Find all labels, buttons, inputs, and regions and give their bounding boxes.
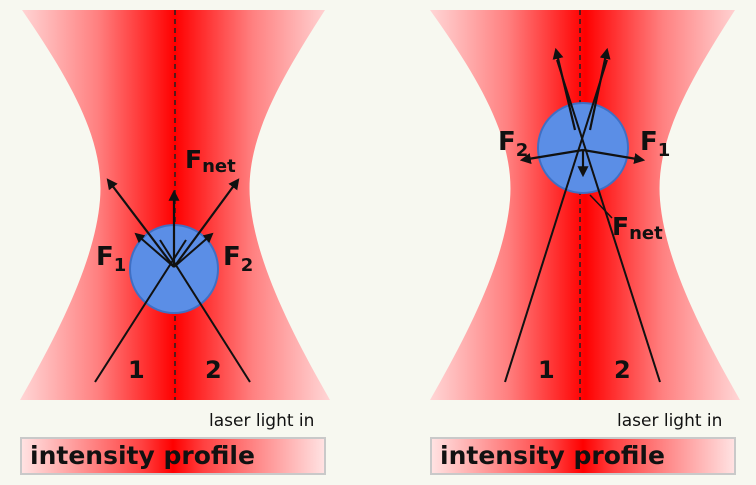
right-panel: F2 F1 Fnet 1 2 [430, 10, 740, 400]
left-intensity-profile-bar: intensity profile [20, 437, 326, 475]
left-profile-label: intensity profile [30, 441, 255, 470]
right-arrow-up-1 [552, 47, 577, 131]
right-arrow-f1 [582, 148, 646, 164]
right-ray-1 [504, 59, 608, 383]
left-f1-label: F1 [96, 242, 126, 276]
left-beam-label-1: 1 [128, 356, 145, 384]
right-arrow-up-2 [588, 47, 611, 131]
right-light-label: laser light in [617, 411, 723, 431]
left-arrow-small-1 [134, 232, 175, 268]
right-fnet-leader [589, 194, 613, 219]
left-arrow-small-2 [173, 232, 214, 268]
right-f2-label: F2 [498, 127, 528, 161]
right-ray-2 [556, 59, 661, 383]
right-f1-label: F1 [640, 127, 670, 161]
right-beam-waist [430, 10, 740, 400]
right-bead [537, 102, 629, 194]
left-panel: F1 F2 Fnet 1 2 [20, 10, 330, 400]
right-arrow-f2 [519, 148, 584, 165]
left-beam-label-2: 2 [205, 356, 222, 384]
right-intensity-profile-bar: intensity profile [430, 437, 736, 475]
right-fnet-label: Fnet [612, 212, 663, 244]
left-arrow-f1 [106, 178, 175, 268]
left-fnet-label: Fnet [185, 145, 236, 177]
left-f2-label: F2 [223, 242, 253, 276]
left-light-label: laser light in [209, 411, 315, 431]
left-arrow-f2 [173, 178, 240, 268]
right-beam-label-1: 1 [538, 356, 555, 384]
right-profile-label: intensity profile [440, 441, 665, 470]
right-beam-label-2: 2 [614, 356, 631, 384]
